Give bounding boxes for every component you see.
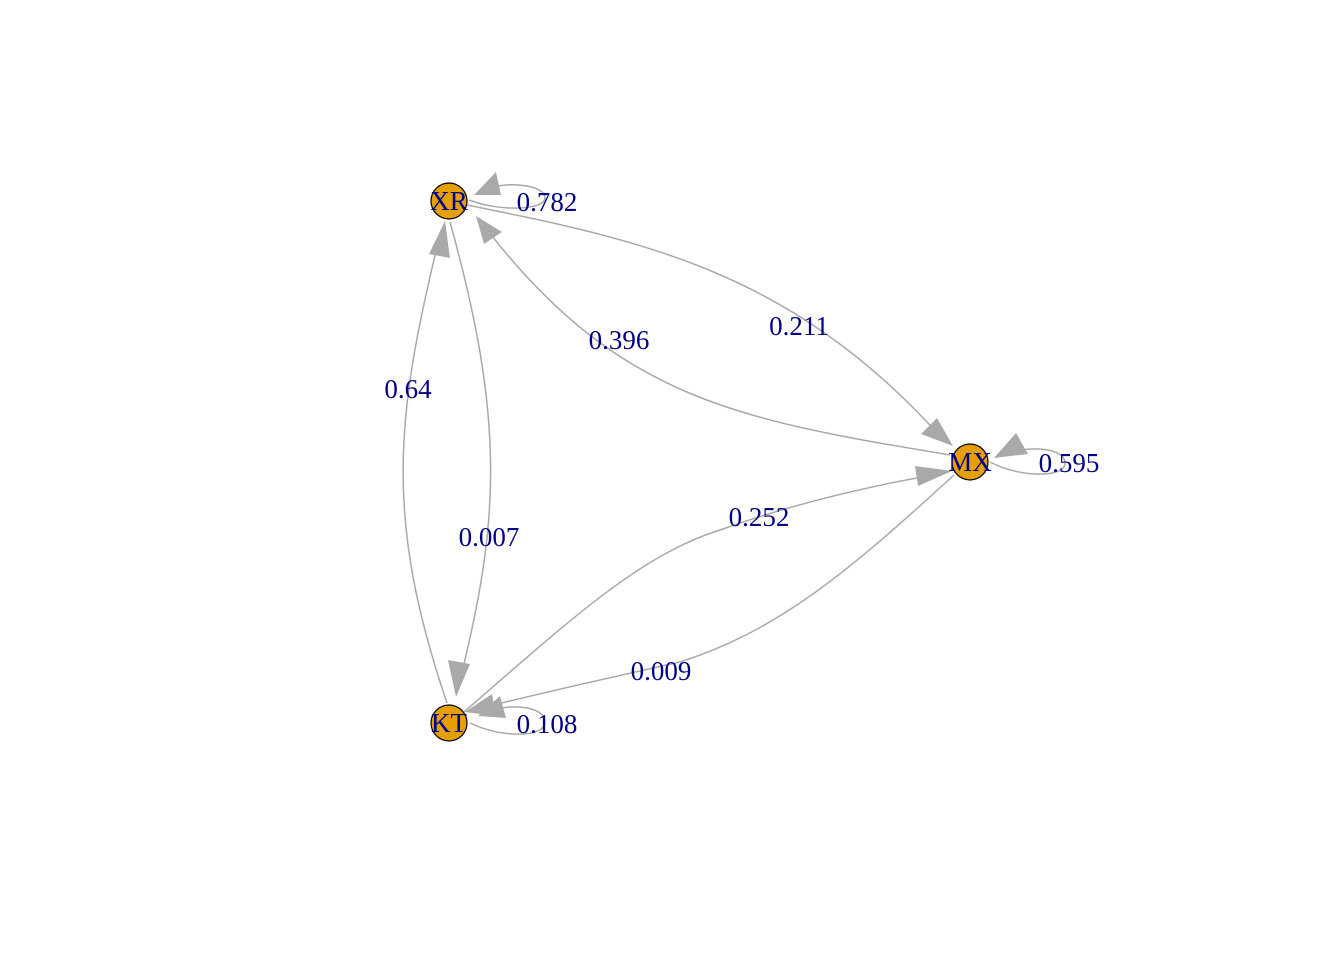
nodes: XR MX KT (430, 182, 992, 742)
arrowhead-xr-kt (448, 660, 470, 697)
edge-xr-mx (466, 204, 941, 437)
arrowhead-xr-mx (921, 418, 953, 446)
node-xr-label: XR (430, 186, 468, 216)
node-mx: MX (948, 443, 992, 481)
edge-mx-kt (481, 474, 955, 709)
edge-label-mx-mx: 0.595 (1039, 448, 1100, 478)
node-kt-circle (430, 704, 468, 742)
edge-label-xr-xr: 0.782 (517, 187, 578, 217)
node-kt: KT (430, 704, 468, 742)
edge-label-mx-xr: 0.396 (589, 325, 650, 355)
node-kt-label: KT (431, 708, 467, 738)
node-xr: XR (430, 182, 468, 220)
arrowhead-kt-xr (429, 221, 450, 258)
edge-kt-xr (402, 242, 448, 704)
edge-label-kt-mx: 0.252 (729, 502, 790, 532)
edge-kt-mx (463, 475, 929, 713)
edge-mx-mx (989, 448, 1066, 475)
arrowhead-xr-xr (474, 172, 501, 195)
edge-mx-xr (487, 230, 951, 456)
edge-xr-kt (449, 221, 492, 681)
arrowhead-kt-kt (478, 696, 506, 718)
edge-labels: 0.782 0.211 0.396 0.64 0.007 0.595 0.252… (384, 187, 1099, 739)
node-mx-label: MX (948, 447, 992, 477)
edges (402, 172, 1066, 735)
edge-label-kt-kt: 0.108 (517, 709, 578, 739)
edge-xr-xr (468, 184, 546, 209)
edge-label-mx-kt: 0.009 (631, 656, 692, 686)
node-mx-circle (951, 443, 989, 481)
edge-label-xr-kt: 0.007 (459, 522, 520, 552)
edge-kt-kt (469, 706, 546, 735)
edge-label-xr-mx: 0.211 (769, 311, 829, 341)
edge-label-kt-xr: 0.64 (384, 374, 432, 404)
arrowhead-kt-mx (915, 466, 952, 486)
arrowhead-mx-mx (994, 433, 1028, 458)
arrowhead-mx-xr (476, 216, 502, 244)
node-xr-circle (430, 182, 468, 220)
